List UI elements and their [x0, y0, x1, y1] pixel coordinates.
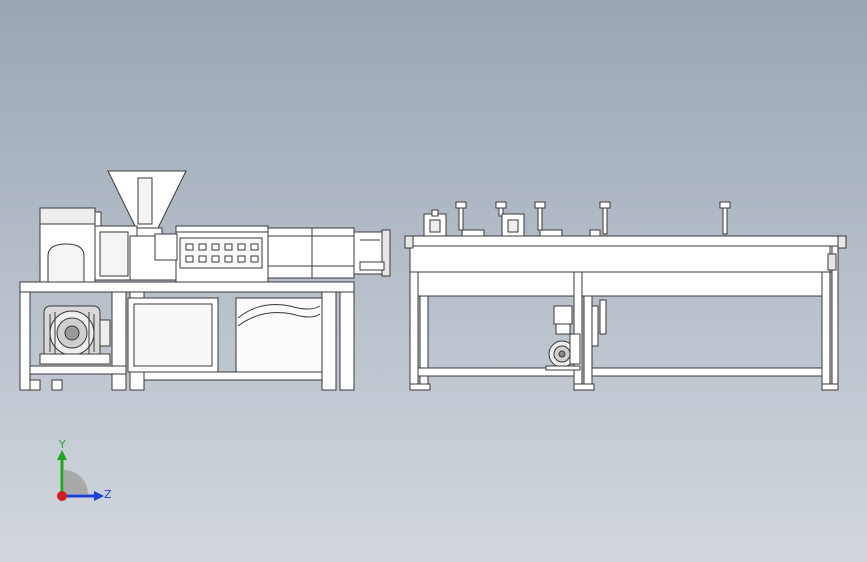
spray-fittings [423, 201, 731, 237]
cooling-water-tank [404, 201, 847, 391]
tank-support-frame [409, 245, 839, 391]
coordinate-triad: Y Z [57, 438, 112, 501]
die-head [353, 229, 391, 277]
extruder-machine [19, 170, 391, 391]
tank-body [404, 235, 847, 297]
extruder-base-frame [19, 281, 355, 391]
z-axis-label: Z [104, 488, 112, 501]
gearbox-housing [39, 207, 102, 283]
temperature-control-panel [179, 237, 263, 269]
triad-plane-arc [64, 470, 88, 494]
extruder-barrel [94, 225, 355, 283]
drive-motor [39, 305, 111, 365]
x-axis-dot [57, 491, 67, 501]
y-axis-label: Y [58, 438, 66, 451]
feed-hopper [107, 170, 187, 237]
water-pump [545, 305, 581, 371]
z-axis-arrowhead [94, 491, 104, 501]
y-axis-arrowhead [57, 450, 67, 460]
